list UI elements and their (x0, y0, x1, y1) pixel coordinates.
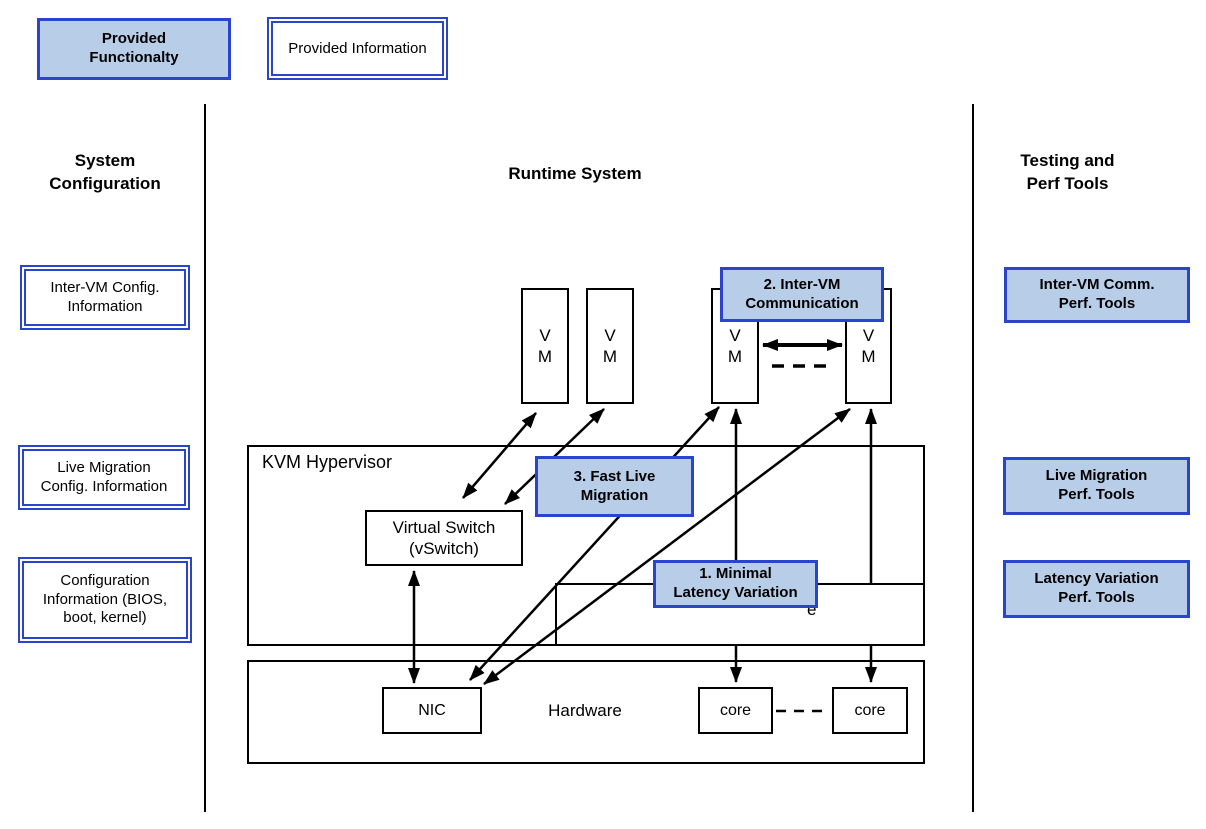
callout-inter-vm-communication: 2. Inter-VM Communication (720, 267, 884, 322)
config-box-inter-vm: Inter-VM Config. Information (20, 265, 190, 330)
hardware-label: Hardware (548, 701, 622, 720)
core-box-2: core (832, 687, 908, 734)
right-column-divider (972, 104, 974, 812)
center-column-title: Runtime System (508, 164, 642, 183)
left-column-divider (204, 104, 206, 812)
vm-box-2: V M (586, 288, 634, 404)
core-box-1: core (698, 687, 773, 734)
config-box-live-migration: Live Migration Config. Information (18, 445, 190, 510)
tools-box-inter-vm-comm: Inter-VM Comm. Perf. Tools (1004, 267, 1190, 323)
legend-provided-functionality: Provided Functionalty (37, 18, 231, 80)
callout-fast-live-migration: 3. Fast Live Migration (535, 456, 694, 517)
right-column-title: Testing and Perf Tools (1020, 151, 1115, 193)
left-column-title: System Configuration (49, 151, 161, 193)
nic-box: NIC (382, 687, 482, 734)
legend-provided-information: Provided Information (267, 17, 448, 80)
callout-minimal-latency-variation: 1. Minimal Latency Variation (653, 560, 818, 608)
tools-box-live-migration: Live Migration Perf. Tools (1003, 457, 1190, 515)
kvm-hypervisor-label: KVM Hypervisor (262, 452, 393, 472)
config-box-bios-boot-kernel: Configuration Information (BIOS, boot, k… (18, 557, 192, 643)
virtual-switch-box: Virtual Switch (vSwitch) (365, 510, 523, 566)
vm-box-1: V M (521, 288, 569, 404)
tools-box-latency-variation: Latency Variation Perf. Tools (1003, 560, 1190, 618)
